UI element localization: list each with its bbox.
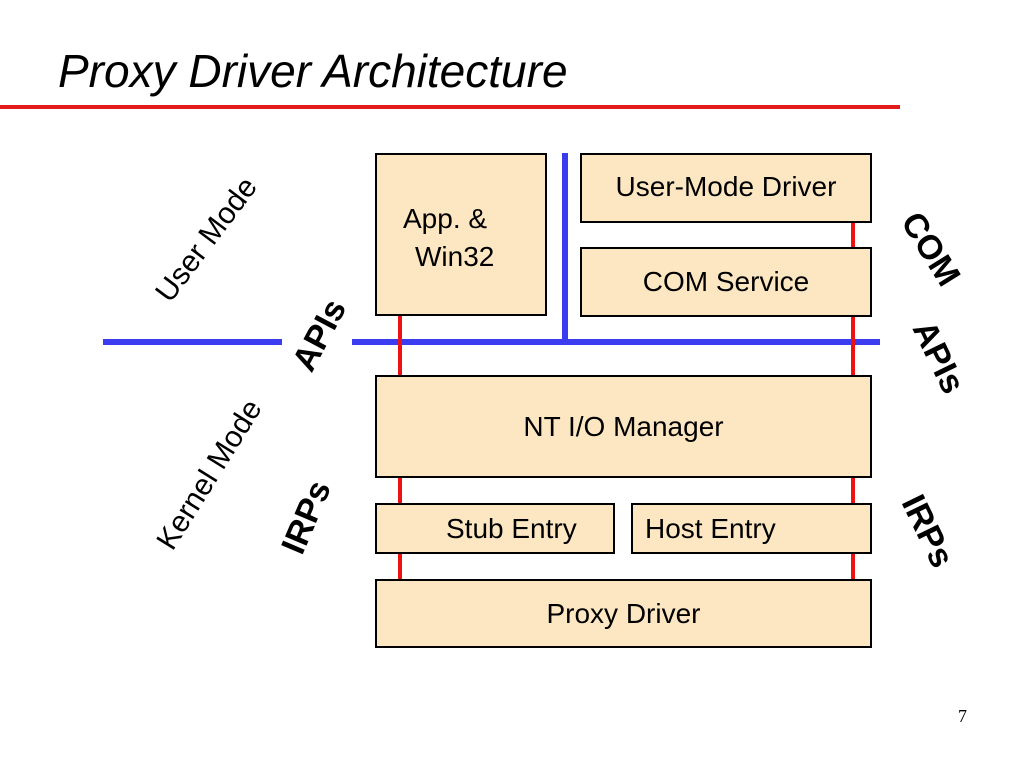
proxy-driver-label: Proxy Driver bbox=[546, 597, 701, 629]
stub-entry-box: Stub Entry bbox=[375, 503, 615, 554]
app-win32-box: App. & Win32 bbox=[375, 153, 547, 316]
user-mode-driver-label: User-Mode Driver bbox=[615, 171, 837, 202]
nt-io-manager-label: NT I/O Manager bbox=[523, 410, 724, 442]
page-number: 7 bbox=[958, 706, 967, 726]
stub-entry-label: Stub Entry bbox=[446, 513, 577, 544]
app-win32-label-line2: Win32 bbox=[415, 241, 495, 272]
host-entry-box: Host Entry bbox=[631, 503, 872, 554]
host-entry-label: Host Entry bbox=[645, 513, 776, 544]
com-service-label: COM Service bbox=[642, 266, 810, 297]
com-service-box: COM Service bbox=[580, 247, 872, 317]
user-mode-driver-box: User-Mode Driver bbox=[580, 153, 872, 223]
app-win32-label-line1: App. & bbox=[403, 203, 488, 234]
page-title: Proxy Driver Architecture bbox=[58, 45, 568, 97]
proxy-driver-box: Proxy Driver bbox=[375, 579, 872, 648]
title-divider bbox=[0, 105, 900, 109]
nt-io-manager-box: NT I/O Manager bbox=[375, 375, 872, 478]
